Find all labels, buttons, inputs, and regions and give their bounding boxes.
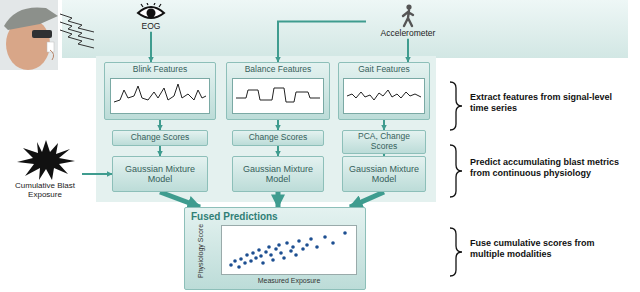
- blast-input: Cumulative Blast Exposure: [8, 140, 82, 199]
- flow-arrow: [159, 146, 161, 156]
- walker-icon: [398, 4, 418, 28]
- flow-arrow: [277, 146, 279, 156]
- node-text: Cumulative Blast Exposure: [8, 181, 82, 199]
- sensor-icon: Accelerometer: [366, 4, 450, 39]
- zigzag: [60, 22, 94, 40]
- processing-panel: [96, 56, 436, 202]
- process-box: Change Scores: [232, 130, 324, 146]
- glasses: [32, 30, 52, 38]
- step-note: Extract features from signal-level time …: [470, 92, 630, 114]
- zigzag: [60, 14, 94, 32]
- flow-arrow: [276, 192, 281, 207]
- model-box: Gaussian Mixture Model: [342, 156, 426, 192]
- face-line: [50, 50, 54, 60]
- cap: [4, 7, 58, 30]
- feature-box: Blink Features: [104, 62, 216, 120]
- node-text: Physiology Score: [197, 224, 205, 278]
- flow-arrow: [82, 173, 112, 175]
- node-text: Measured Exposure: [221, 277, 357, 285]
- node-text: Gaussian Mixture Model: [116, 164, 204, 185]
- feature-box: Gait Features: [338, 62, 430, 120]
- feature-box: Balance Features: [226, 62, 330, 120]
- node-text: Change Scores: [249, 133, 308, 143]
- fusion-box: Fused Predictions Physiology ScoreMeasur…: [184, 207, 366, 290]
- signal-plot: [343, 78, 425, 114]
- sensor-band: [62, 0, 628, 58]
- process-box: PCA, Change Scores: [342, 130, 426, 154]
- node-text: Fused Predictions: [191, 211, 278, 223]
- node-text: Gaussian Mixture Model: [236, 164, 320, 185]
- node-text: Change Scores: [131, 133, 190, 143]
- eye-icon: [135, 3, 167, 21]
- flow-arrow: [350, 192, 384, 207]
- flow-arrow: [160, 192, 200, 207]
- brace: [450, 228, 462, 276]
- brace: [450, 82, 462, 130]
- flow-arrow: [278, 21, 366, 62]
- process-box: Change Scores: [112, 130, 208, 146]
- node-text: Accelerometer: [366, 29, 450, 39]
- flow-arrow: [277, 120, 279, 130]
- flow-arrow: [407, 39, 409, 62]
- blast-icon: [13, 140, 77, 180]
- flow-arrow: [150, 32, 152, 62]
- step-note: Predict accumulating blast metrics from …: [470, 157, 630, 179]
- signal-zigzags: [60, 14, 94, 48]
- sensor-icon: EOG: [126, 3, 176, 32]
- model-box: Gaussian Mixture Model: [112, 156, 208, 192]
- node-text: Gait Features: [342, 65, 426, 75]
- flow-arrow: [159, 120, 161, 130]
- braces: [450, 82, 462, 276]
- node-text: Blink Features: [108, 65, 212, 75]
- node-text: PCA, Change Scores: [346, 132, 422, 152]
- signal-plot: [110, 78, 210, 114]
- node-text: EOG: [126, 22, 176, 32]
- photo-ground: [0, 0, 58, 70]
- model-box: Gaussian Mixture Model: [232, 156, 324, 192]
- signal-plot: [232, 78, 324, 114]
- node-text: Gaussian Mixture Model: [346, 164, 422, 185]
- step-note: Fuse cumulative scores from multiple mod…: [470, 238, 630, 260]
- brace: [450, 145, 462, 197]
- scatter-plot: [221, 225, 357, 275]
- head-photo: [0, 0, 58, 70]
- node-text: Balance Features: [230, 65, 326, 75]
- flow-arrow: [383, 120, 385, 130]
- zigzag: [60, 30, 94, 48]
